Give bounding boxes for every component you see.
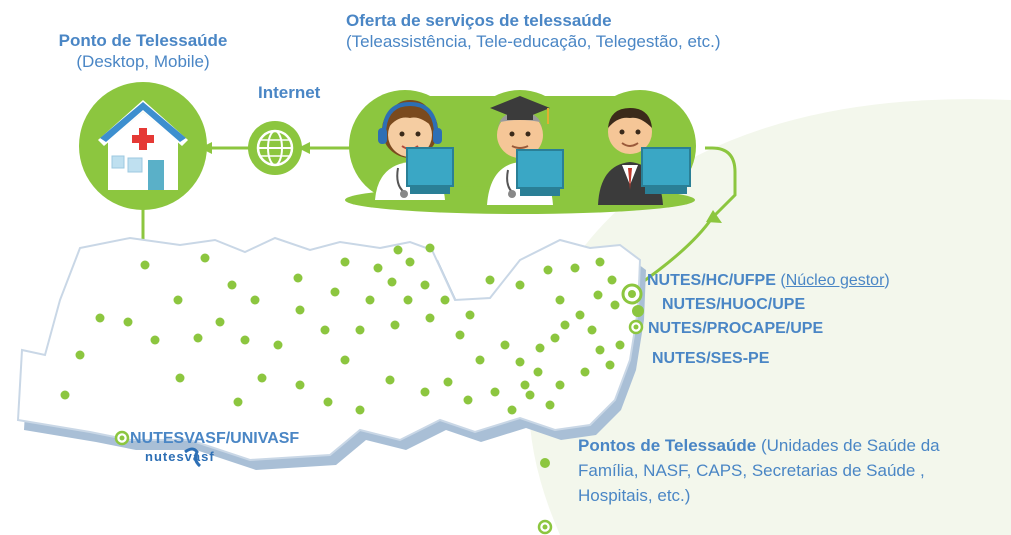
- legend-description-1: (Unidades de Saúde da: [760, 436, 940, 455]
- pernambuco-map: [16, 236, 646, 470]
- legend-description-3: Hospitais, etc.): [578, 486, 691, 505]
- telehealth-point-title: Ponto de Telessaúde: [58, 31, 228, 50]
- hub-nodes: [114, 283, 644, 446]
- arrow-to-services: [706, 210, 722, 223]
- services-subtitle: (Teleassistência, Tele-educação, Teleges…: [346, 32, 721, 51]
- legend-label: Pontos de Telessaúde (Unidades de Saúde …: [578, 433, 940, 508]
- node-label-procape-upe: NUTES/PROCAPE/UPE: [648, 320, 824, 337]
- node-label-huoc-upe: NUTES/HUOC/UPE: [662, 296, 806, 313]
- health-house-icon: [79, 82, 207, 210]
- node-label-ses-pe: NUTES/SES-PE: [652, 350, 770, 367]
- manager-icon: [598, 108, 691, 205]
- node-label-vasf-univasf: NUTESVASF/UNIVASF: [130, 430, 300, 447]
- map-to-services-line-upper: [705, 146, 737, 220]
- node-role-hc-ufpe: Núcleo gestor: [785, 272, 885, 289]
- internet-label: Internet: [258, 83, 321, 102]
- globe-icon: [248, 121, 302, 175]
- services-title: Oferta de serviços de telessaúde: [346, 11, 612, 30]
- node-role-close-paren: ): [884, 272, 890, 289]
- legend-description-2: Família, NASF, CAPS, Secretarias de Saúd…: [578, 461, 925, 480]
- services-group: [345, 90, 696, 214]
- legend-point-dot: [540, 458, 550, 468]
- arrow-to-globe: [298, 142, 310, 154]
- legend-title: Pontos de Telessaúde: [578, 436, 757, 455]
- node-name-hc-ufpe: NUTES/HC/UFPE: [647, 272, 776, 289]
- telehealth-point-subtitle: (Desktop, Mobile): [76, 52, 210, 71]
- node-role-open-paren: (: [780, 272, 786, 289]
- node-label-hc-ufpe: NUTES/HC/UFPE (Núcleo gestor): [647, 270, 890, 291]
- telehealth-points: [60, 243, 625, 415]
- hub-node-huoc: [632, 305, 644, 317]
- nurse-headset-icon: [375, 100, 454, 200]
- telehealth-point-label: Ponto de Telessaúde (Desktop, Mobile): [38, 30, 248, 72]
- graduate-icon: [487, 96, 564, 205]
- nutesvasf-logo-text: nutesvasf: [145, 449, 215, 464]
- services-label: Oferta de serviços de telessaúde (Teleas…: [346, 10, 721, 52]
- nutesvasf-logo: [184, 447, 202, 468]
